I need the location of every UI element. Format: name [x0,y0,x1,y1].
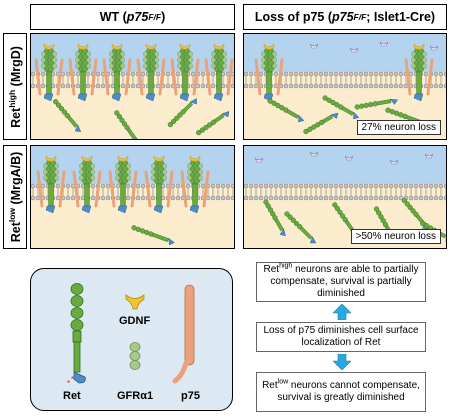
flow-bottom-text: neurons cannot compensate, survival is g… [277,380,420,403]
surface-ret-complex [404,43,434,102]
header-wt-genotype: p75 [126,10,149,24]
surface-ret-complex [36,155,66,214]
row-low-base: Ret [9,222,24,243]
legend-label-ret: Ret [63,390,81,402]
flow-top-text: neurons are able to partially compensate… [270,264,419,299]
header-wt-suffix: ) [161,10,166,24]
row-high-rest: (MrgD) [9,45,24,90]
internalized-ret [322,95,360,120]
internalized-ret [303,112,339,135]
header-loss-suffix: ; Islet1-Cre) [366,10,436,24]
flow-box-ret-high: Rethigh neurons are able to partially co… [256,262,426,302]
arrow-up-icon [333,304,351,320]
flow-box-ret-low: Retlow neurons cannot compensate, surviv… [256,372,426,412]
internalized-ret [284,211,317,244]
panel-loss-ret-high: 27% neuron loss [243,33,447,140]
surface-ret-complex [108,155,138,214]
row-high-base: Ret [9,107,24,128]
surface-ret-complex [180,155,210,214]
free-gdnf-ligand [309,43,319,49]
legend-label-gfra1: GFRα1 [117,390,154,402]
internalized-ret [167,98,197,128]
row-label-ret-low: Retlow (MrgA/B) [3,145,27,249]
p75-icon [172,284,195,384]
internalized-ret [53,99,82,132]
free-gdnf-ligand [344,155,354,161]
internalized-ret [114,110,140,139]
panel-wt-ret-low [30,145,235,249]
neuron-loss-badge-high: 27% neuron loss [356,120,441,135]
legend-box: * * GDNF Ret GFRα1 p75 [30,268,233,411]
internalized-ret [196,111,230,136]
free-gdnf-ligand [254,157,264,163]
neuron-loss-badge-low: >50% neuron loss [350,229,441,244]
free-gdnf-ligand [424,153,434,159]
surface-ret-complex [204,43,234,102]
flow-bottom-sup: low [277,378,289,386]
row-high-sup: high [6,89,17,108]
surface-ret-complex [254,43,284,102]
extracellular-space [31,146,234,184]
gdnf-icon [125,294,145,310]
surface-ret-complex [170,43,200,102]
legend-label-gdnf: GDNF [119,315,151,327]
panel-loss-ret-low: >50% neuron loss [243,145,447,249]
internalized-ret [131,225,175,246]
flow-top-base: Ret [263,264,280,275]
row-label-ret-high: Rethigh (MrgD) [3,33,27,140]
surface-ret-complex [102,43,132,102]
svg-text:*: * [71,375,74,384]
row-low-rest: (MrgA/B) [9,151,24,208]
header-wt-prefix: WT ( [99,10,127,24]
surface-ret-complex [136,43,166,102]
lipid-bilayer [244,183,446,201]
surface-ret-complex [34,43,64,102]
free-gdnf-ligand [309,151,319,157]
panel-wt-ret-high [30,33,235,140]
extracellular-space [31,34,234,72]
free-gdnf-ligand [429,45,439,51]
internalized-ret [354,98,398,110]
ret-receptor-icon: * * [67,283,86,388]
arrow-down-icon [333,354,351,370]
flow-middle-text: Loss of p75 diminishes cell surface loca… [263,325,419,348]
flow-bottom-base: Ret [262,380,278,391]
row-low-sup: low [6,207,17,223]
header-loss-genotype: p75 [332,10,354,24]
internalized-ret [267,98,305,123]
surface-ret-complex [68,43,98,102]
legend-label-p75: p75 [181,390,200,402]
surface-ret-complex [72,155,102,214]
flow-top-sup: high [279,262,293,270]
header-wt-sup: F/F [148,12,162,22]
free-gdnf-ligand [389,159,399,165]
free-gdnf-ligand [349,47,359,53]
free-gdnf-ligand [379,41,389,47]
svg-text:*: * [67,379,70,388]
header-loss-sup: F/F [353,12,367,22]
flow-box-p75-loss: Loss of p75 diminishes cell surface loca… [256,322,426,352]
extracellular-space [244,146,446,184]
gfra1-icon [129,342,141,370]
surface-ret-complex [144,155,174,214]
header-loss-prefix: Loss of p75 ( [254,10,332,24]
internalized-ret [263,199,286,237]
